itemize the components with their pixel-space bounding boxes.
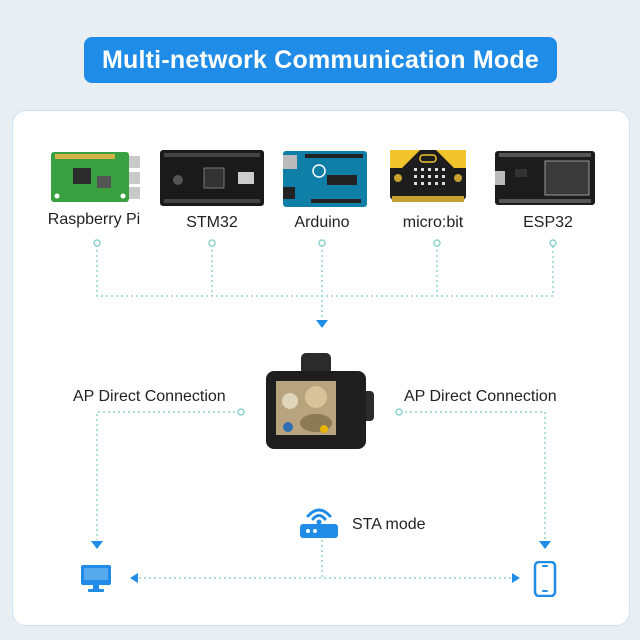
monitor-icon bbox=[81, 565, 111, 592]
board-label-raspberry-pi: Raspberry Pi bbox=[47, 211, 141, 228]
router-icon bbox=[300, 508, 338, 538]
phone-icon bbox=[533, 561, 557, 597]
down-arrow bbox=[539, 541, 551, 549]
right-arrow bbox=[512, 573, 520, 583]
camera-device bbox=[266, 353, 374, 449]
arduino-board bbox=[283, 151, 367, 207]
sta-mode-label: STA mode bbox=[352, 516, 426, 533]
stm32-board bbox=[160, 150, 264, 206]
ap-direct-connection-left-label: AP Direct Connection bbox=[73, 388, 226, 405]
ap-direct-connection-right-label: AP Direct Connection bbox=[404, 388, 557, 405]
down-arrow bbox=[316, 320, 328, 328]
microbit-board bbox=[390, 150, 466, 202]
page-title: Multi-network Communication Mode bbox=[84, 37, 557, 83]
board-label-arduino: Arduino bbox=[294, 214, 350, 231]
raspberry-pi-board bbox=[51, 152, 140, 202]
board-label-microbit: micro:bit bbox=[402, 214, 464, 231]
left-arrow bbox=[130, 573, 138, 583]
board-label-esp32: ESP32 bbox=[523, 214, 573, 231]
esp32-board bbox=[495, 151, 595, 205]
down-arrow bbox=[91, 541, 103, 549]
board-label-stm32: STM32 bbox=[186, 214, 238, 231]
